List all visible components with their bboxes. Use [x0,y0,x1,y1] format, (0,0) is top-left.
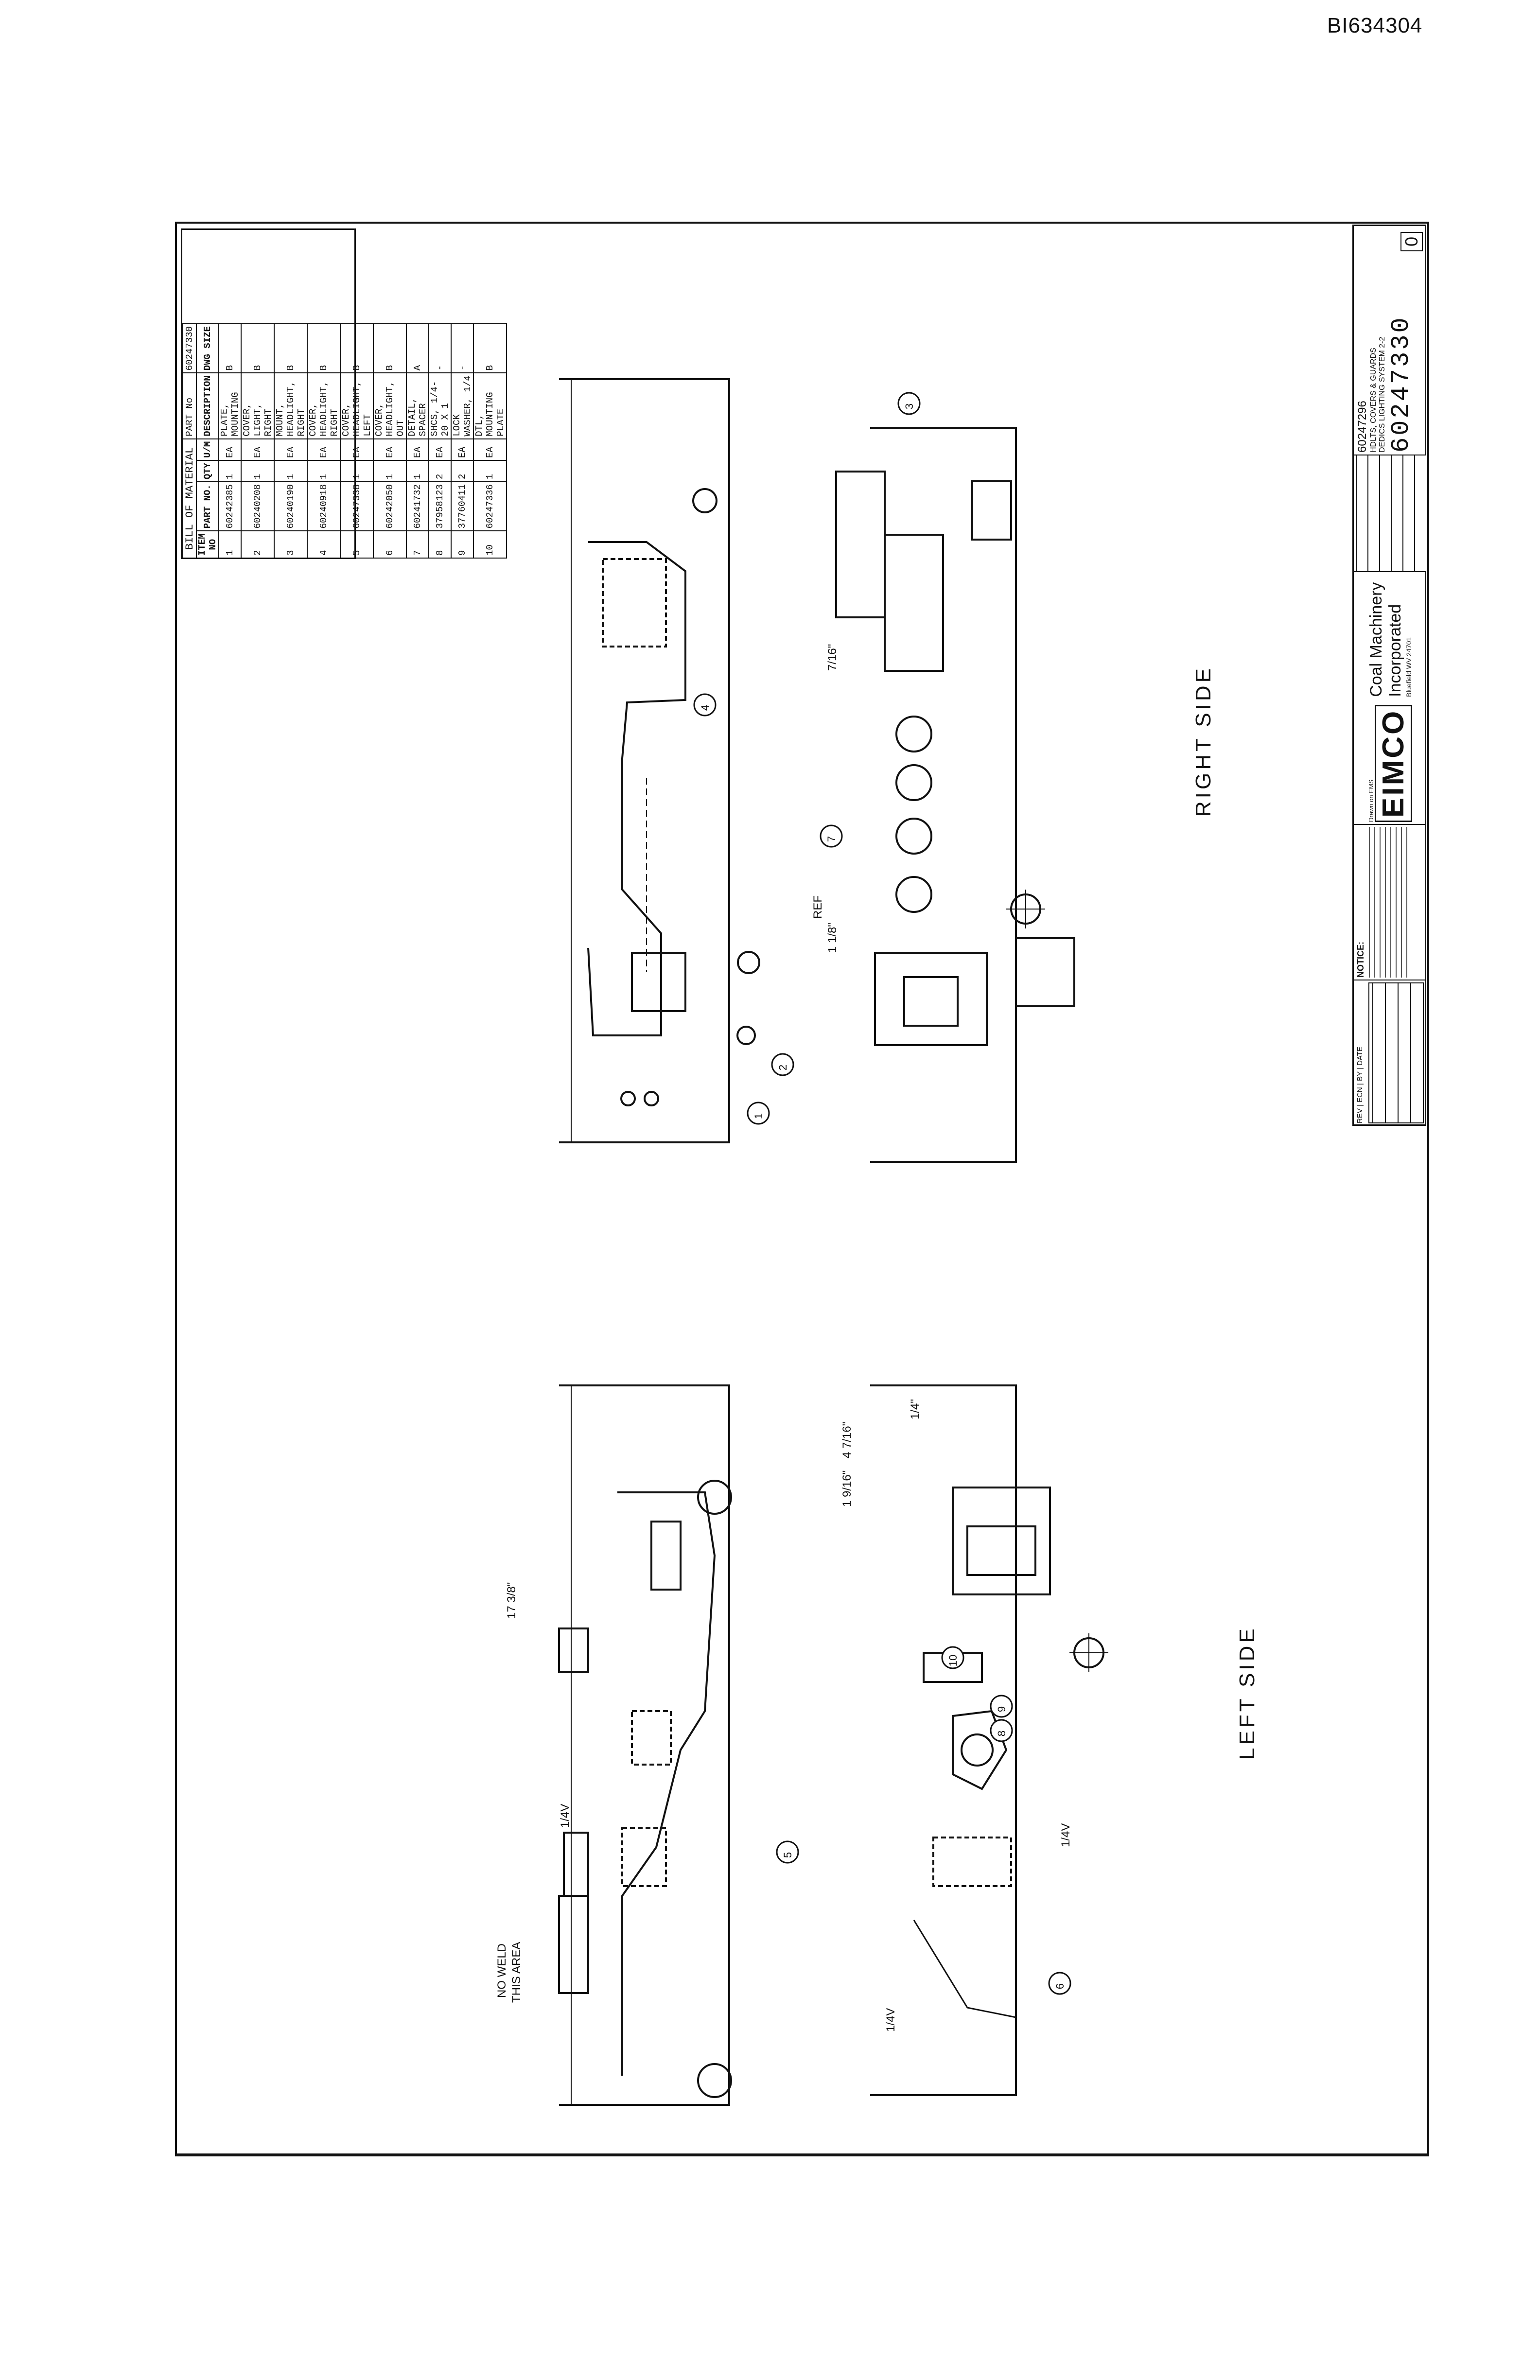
weld-symbol-1: 1/4V [559,1804,572,1828]
callout-balloon [771,1053,794,1076]
document-id: BI634304 [1327,14,1423,37]
dim-7-16: 7/16" [826,644,839,671]
drawing-sheet [175,222,1429,2156]
title-block: REV | ECN | BY | DATE NOTICE: Drawn on E… [1352,225,1426,1126]
weld-symbol-3: 1/4V [884,2008,897,2032]
callout-balloon [776,1840,799,1864]
callout-number: 3 [903,403,915,409]
no-weld-line-1: NO WELD [495,1943,508,1998]
weld-symbol-2: 1/4V [1059,1823,1072,1847]
dim-1-4: 1/4" [909,1399,922,1419]
dim-4-7-16: 4 7/16" [840,1422,854,1458]
callout-balloon [1048,1972,1071,1995]
callout-number: 4 [699,705,711,711]
bill-of-material: BILL OF MATERIAL PART No 60247330 ITEM N… [181,228,507,559]
callout-balloon [897,392,921,415]
callout-number: 8 [996,1731,1008,1736]
callout-number: 1 [752,1113,765,1119]
right-side-label: RIGHT SIDE [1191,665,1215,817]
callout-number: 10 [947,1655,959,1666]
item-callouts: 1 2 3 4 5 6 7 8 9 10 [693,392,1071,1995]
callout-balloon [990,1719,1013,1742]
no-weld-line-2: THIS AREA [510,1942,523,2003]
view-labels: RIGHT SIDE LEFT SIDE [1191,665,1259,1760]
dim-1-9-16: 1 9/16" [840,1470,854,1507]
callout-number: 7 [825,836,838,842]
callout-number: 5 [782,1852,794,1858]
callout-balloon [990,1695,1013,1718]
left-side-views [558,1384,1108,2106]
dimension-annotations: 7/16" 1 1/8" REF 17 3/8" 4 7/16" 1 9/16"… [495,644,1072,2032]
callout-balloon [747,1102,770,1125]
callout-balloon [693,693,717,717]
callout-number: 2 [777,1065,789,1070]
callout-balloon [820,824,843,848]
right-side-views [559,378,1075,1163]
callout-number: 6 [1054,1983,1066,1989]
dim-1-1-8: 1 1/8" [826,923,839,953]
callout-balloon [941,1646,964,1669]
dim-17-3-8: 17 3/8" [505,1582,518,1619]
callout-number: 9 [996,1706,1008,1712]
dim-ref: REF [811,895,824,919]
left-side-label: LEFT SIDE [1235,1626,1259,1760]
